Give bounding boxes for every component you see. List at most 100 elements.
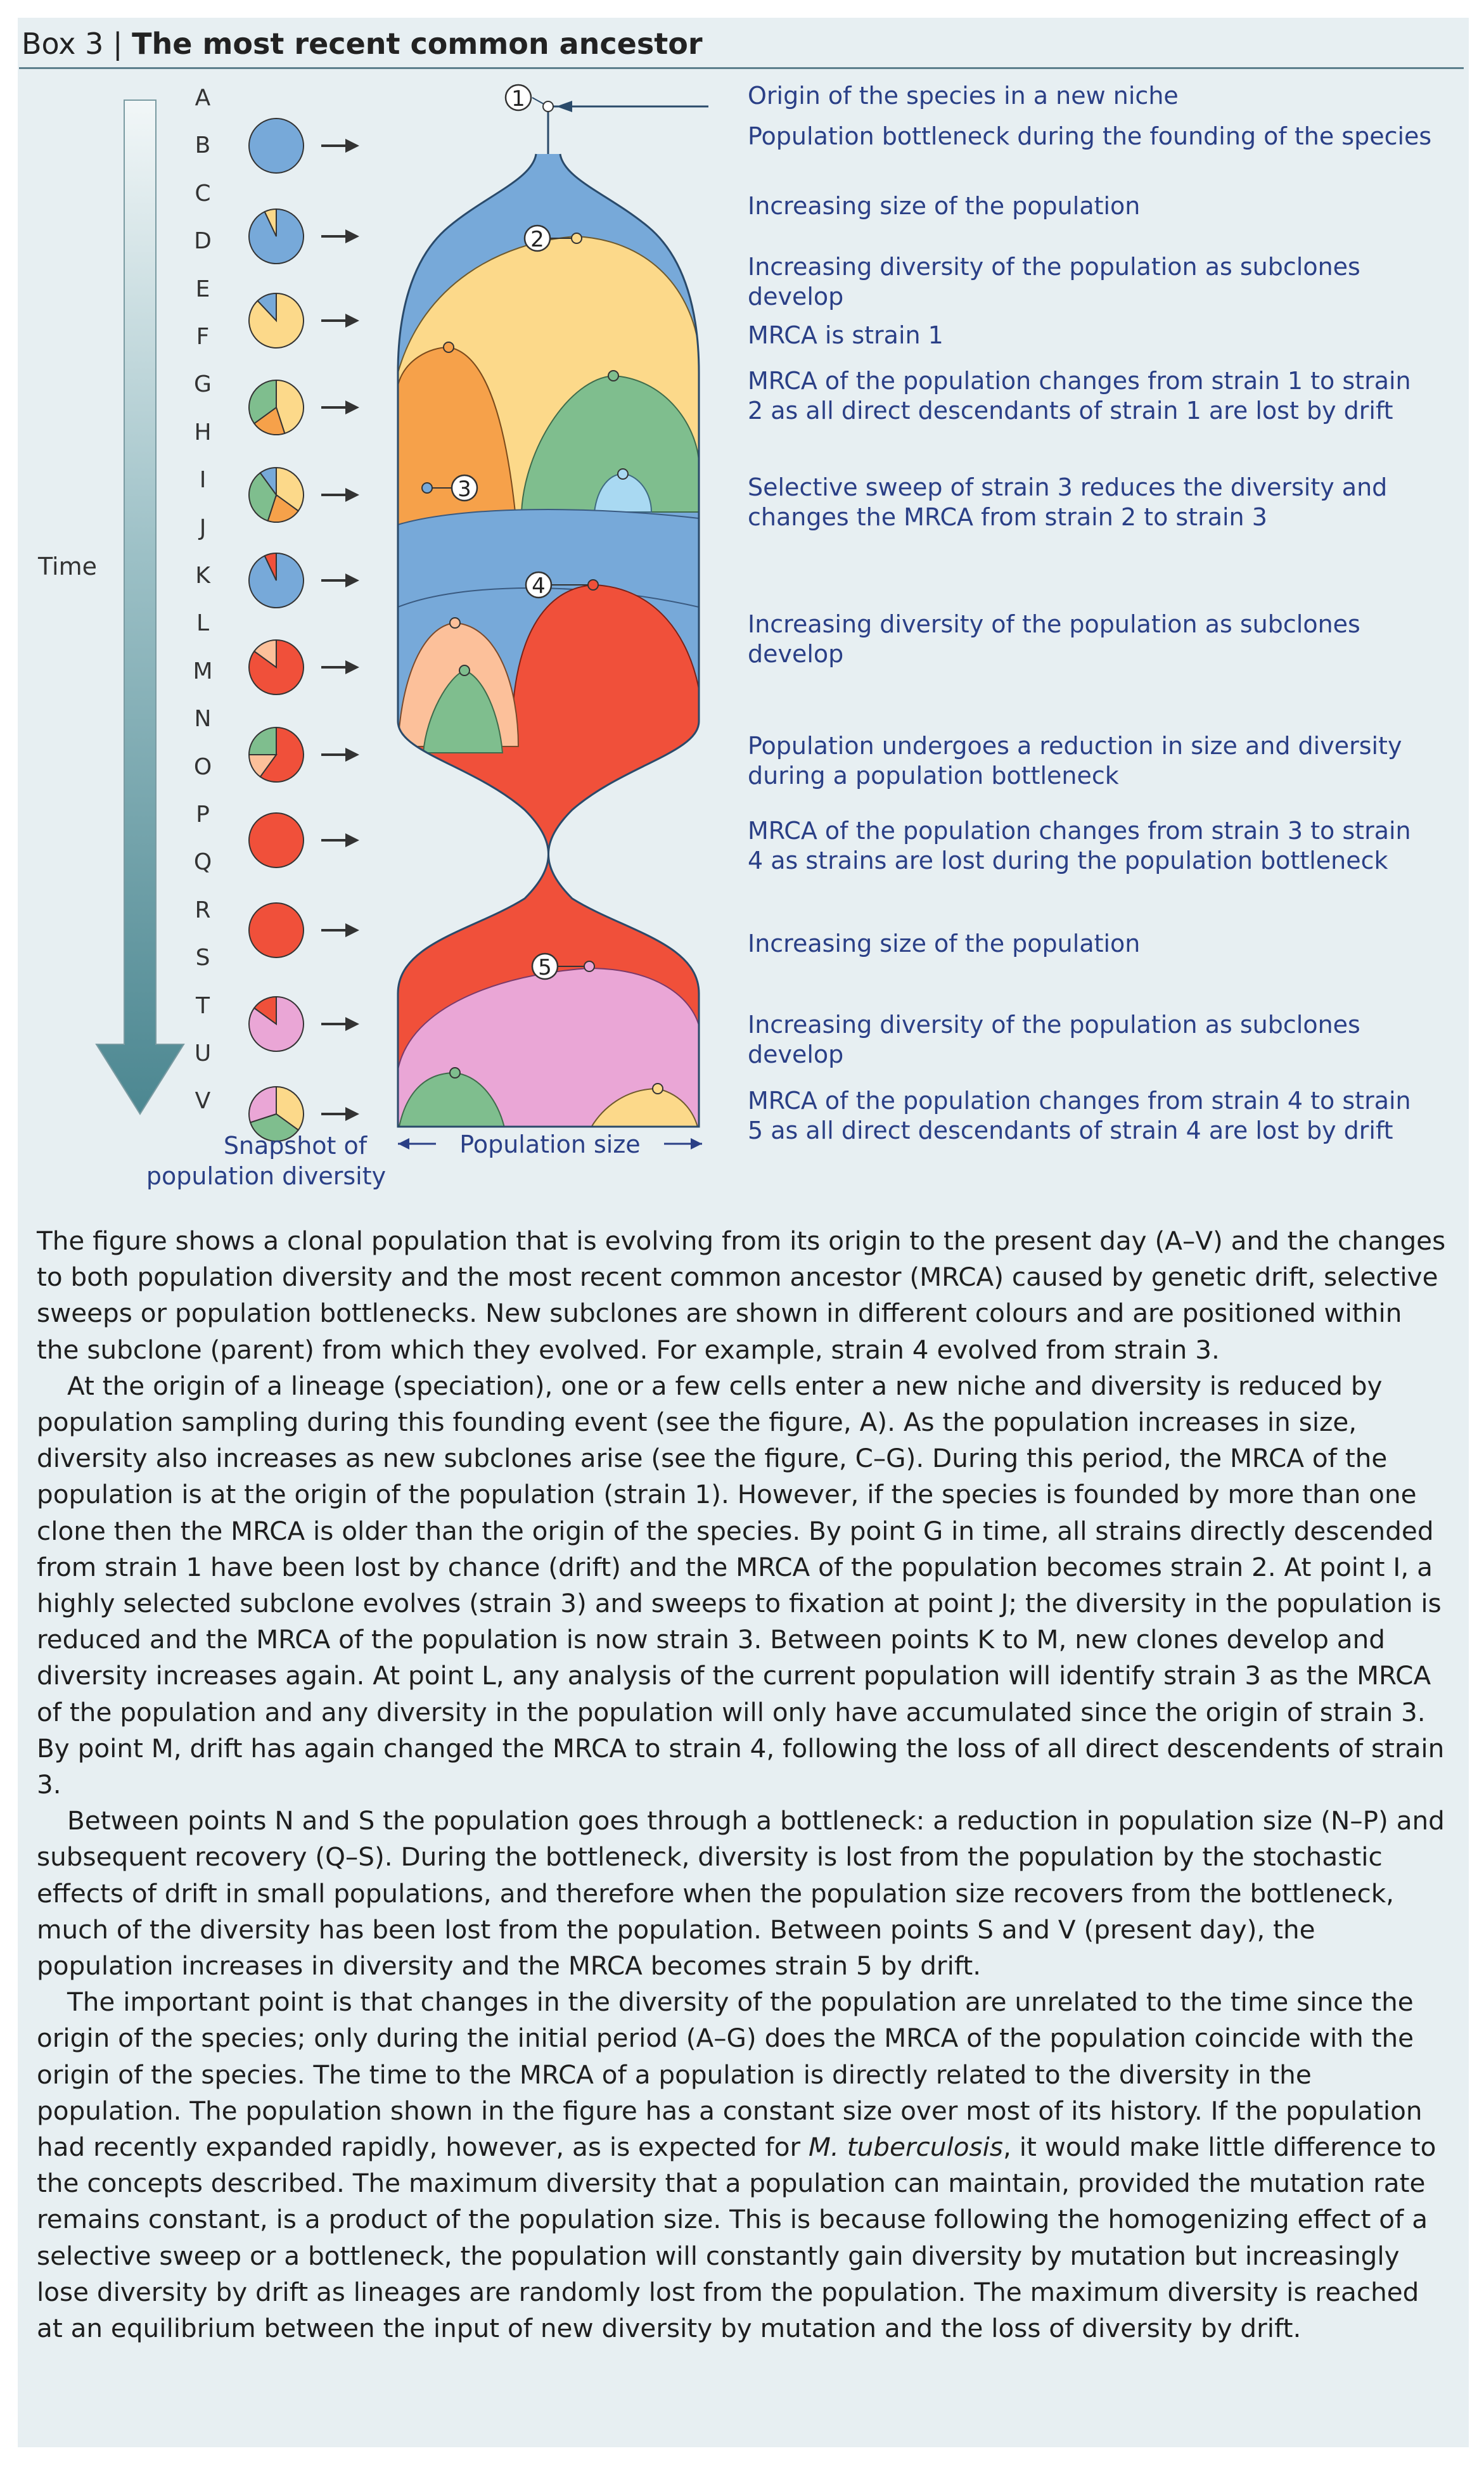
paragraph-4: The important point is that changes in t…	[37, 1987, 1436, 2344]
pie-slice	[253, 406, 286, 435]
pie-slice	[248, 996, 304, 1052]
population-outline	[397, 153, 700, 1128]
time-letter-c: C	[195, 180, 211, 207]
time-letter-f: F	[196, 324, 210, 350]
strain-number-5: 5	[538, 955, 552, 980]
annotation-10: MRCA of the population changes from stra…	[748, 817, 1411, 874]
time-letter-l: L	[196, 610, 210, 637]
annotation-2: Population bottleneck during the foundin…	[748, 122, 1432, 150]
snapshot-pie-10	[248, 902, 359, 958]
annotation-11: Increasing size of the population	[748, 930, 1141, 957]
pie-slice	[257, 292, 277, 323]
annotation-12: Increasing diversity of the population a…	[748, 1011, 1360, 1068]
sweep-band	[398, 509, 699, 607]
time-letter-i: I	[199, 467, 207, 494]
pie-slice	[248, 118, 304, 174]
annotation-3: Increasing size of the population	[748, 192, 1141, 220]
time-letter-g: G	[194, 371, 212, 398]
annotation-4: Increasing diversity of the population a…	[748, 253, 1360, 311]
snapshot-pie-5	[248, 466, 359, 523]
snapshot-label-line2: population diversity	[146, 1162, 387, 1190]
strain-marker-5	[531, 952, 595, 980]
snapshot-arrowhead	[345, 1017, 359, 1031]
snapshot-arrowhead	[345, 833, 359, 847]
snapshot-label-line1: Snapshot of	[223, 1132, 368, 1160]
snapshot-pie-1	[248, 118, 359, 174]
annotation-13: MRCA of the population changes from stra…	[748, 1087, 1411, 1144]
time-letter-p: P	[196, 802, 210, 828]
pie-slice	[264, 552, 277, 581]
pie-slice	[249, 1113, 300, 1142]
box-title: Box 3 | The most recent common ancestor	[22, 27, 703, 61]
pie-slice	[248, 471, 278, 522]
snapshot-pie-3	[248, 292, 359, 349]
annotation-9: Population undergoes a reduction in size…	[748, 732, 1402, 790]
strain-marker-3	[421, 474, 478, 502]
time-label: Time	[38, 553, 97, 580]
snapshot-pie-4	[248, 379, 359, 435]
time-letter-m: M	[193, 658, 213, 684]
pie-slice	[253, 639, 277, 669]
strain-marker-4	[525, 571, 599, 599]
paragraph-1: The figure shows a clonal population tha…	[37, 1226, 1446, 1365]
time-letter-e: E	[195, 276, 210, 302]
annotation-6: MRCA of the population changes from stra…	[748, 367, 1411, 425]
snapshot-arrowhead	[345, 400, 359, 414]
pie-slice	[276, 379, 304, 435]
time-letter-a: A	[195, 85, 211, 111]
pie-slice	[276, 466, 304, 512]
time-letter-s: S	[195, 945, 210, 971]
pie-slice	[248, 812, 304, 868]
population-shape	[398, 154, 699, 1127]
pie-slice	[248, 902, 304, 958]
mrca-figure: 1 2 3 4 5	[95, 84, 708, 1149]
pie-slice	[267, 494, 300, 523]
annotation-8: Increasing diversity of the population a…	[748, 610, 1360, 668]
pie-slice	[248, 726, 277, 755]
paragraph-2: At the origin of a lineage (speciation),…	[37, 1370, 1445, 1800]
snapshot-arrowhead	[345, 748, 359, 762]
time-letter-h: H	[194, 419, 212, 445]
population-size-label: Population size	[459, 1130, 641, 1158]
snapshot-pie-6	[248, 552, 359, 608]
time-letter-j: J	[199, 515, 207, 541]
annotation-5: MRCA is strain 1	[748, 321, 943, 349]
title-rule	[19, 67, 1464, 69]
snapshot-arrowhead	[345, 1107, 359, 1121]
snapshot-pie-2	[248, 208, 359, 264]
snapshot-pie-12	[248, 1085, 359, 1142]
paragraph-3: Between points N and S the population go…	[37, 1805, 1445, 1982]
time-letter-v: V	[195, 1088, 211, 1115]
time-arrow	[95, 99, 185, 1115]
pie-slice	[248, 379, 277, 425]
time-letter-r: R	[195, 897, 211, 923]
pie-slice	[259, 466, 277, 497]
strain-number-1: 1	[511, 86, 525, 112]
time-letter-k: K	[195, 563, 210, 589]
strain-number-4: 4	[532, 573, 546, 599]
pie-slice	[276, 1085, 304, 1131]
snapshot-arrowhead	[345, 229, 359, 243]
snapshot-pie-7	[248, 639, 359, 695]
snapshot-arrowhead	[345, 139, 359, 153]
snapshot-arrowhead	[345, 488, 359, 502]
snapshot-arrowhead	[345, 660, 359, 674]
time-letter-t: T	[196, 992, 210, 1019]
strain-number-2: 2	[530, 227, 544, 252]
strain-number-3: 3	[457, 477, 471, 502]
time-letter-q: Q	[193, 849, 212, 876]
snapshot-arrowhead	[345, 314, 359, 328]
pie-slice	[259, 726, 304, 783]
annotation-1: Origin of the species in a new niche	[748, 82, 1179, 110]
snapshot-arrowhead	[345, 923, 359, 937]
pie-slice	[248, 1085, 277, 1124]
time-letter-u: U	[194, 1040, 212, 1066]
pie-slice	[264, 208, 277, 237]
box-body-text: The figure shows a clonal population tha…	[37, 1223, 1450, 2347]
species-name: M. tuberculosis	[809, 2132, 1003, 2163]
time-letter-d: D	[194, 228, 212, 255]
strain-3-region	[398, 346, 516, 526]
time-letter-b: B	[195, 132, 211, 159]
time-letter-n: N	[194, 706, 212, 733]
time-letter-o: O	[193, 753, 212, 780]
